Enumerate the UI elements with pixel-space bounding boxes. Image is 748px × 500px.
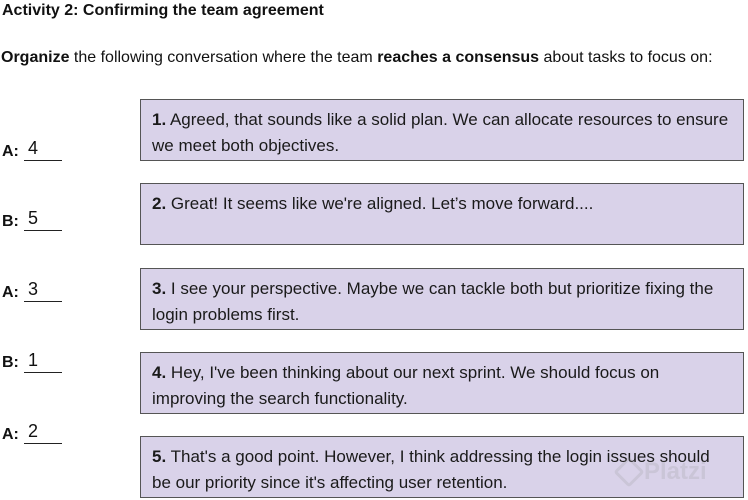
answer-value-2: 5 [28,208,39,228]
speaker-label-5: A: [2,426,19,443]
statement-number-2: 2. [152,194,167,213]
statement-number-3: 3. [152,279,167,298]
instruction-text: Organize the following conversation wher… [1,47,741,69]
answer-value-3: 3 [28,279,39,299]
statement-text-2: Great! It seems like we're aligned. Let’… [166,194,594,213]
statement-number-5: 5. [152,447,167,466]
statement-card-2[interactable]: 2. Great! It seems like we're aligned. L… [140,183,744,245]
instruction-emphasis: reaches a consensus [377,49,540,66]
statement-card-4[interactable]: 4. Hey, I've been thinking about our nex… [140,352,744,414]
answer-value-5: 2 [28,421,39,441]
watermark-text: Platzi [644,458,707,485]
answer-blank-3[interactable]: 3 [24,277,62,302]
instruction-text-part-1: the following conversation where the tea… [69,49,378,66]
activity-title: Activity 2: Confirming the team agreemen… [2,2,324,19]
answer-blank-5[interactable]: 2 [24,419,62,444]
answer-value-4: 1 [28,350,39,370]
instruction-verb: Organize [1,49,70,66]
speaker-label-2: B: [2,213,19,230]
answer-blank-2[interactable]: 5 [24,206,62,231]
speaker-label-4: B: [2,354,19,371]
statement-number-4: 4. [152,363,167,382]
speaker-label-3: A: [2,284,19,301]
statement-text-5: That's a good point. However, I think ad… [152,447,710,492]
answer-value-1: 4 [28,138,39,158]
statement-card-3[interactable]: 3. I see your perspective. Maybe we can … [140,268,744,330]
instruction-text-part-2: about tasks to focus on: [539,49,713,66]
platzi-logo-icon [613,456,645,488]
answer-blank-1[interactable]: 4 [24,136,62,161]
answer-blank-4[interactable]: 1 [24,348,62,373]
statement-card-1[interactable]: 1. Agreed, that sounds like a solid plan… [140,99,744,161]
statement-card-5[interactable]: 5. That's a good point. However, I think… [140,436,744,498]
statement-text-1: Agreed, that sounds like a solid plan. W… [152,110,729,155]
statement-number-1: 1. [152,110,167,129]
statement-text-3: I see your perspective. Maybe we can tac… [152,279,714,324]
platzi-watermark: Platzi [613,456,707,488]
statement-text-4: Hey, I've been thinking about our next s… [152,363,660,408]
speaker-label-1: A: [2,143,19,160]
